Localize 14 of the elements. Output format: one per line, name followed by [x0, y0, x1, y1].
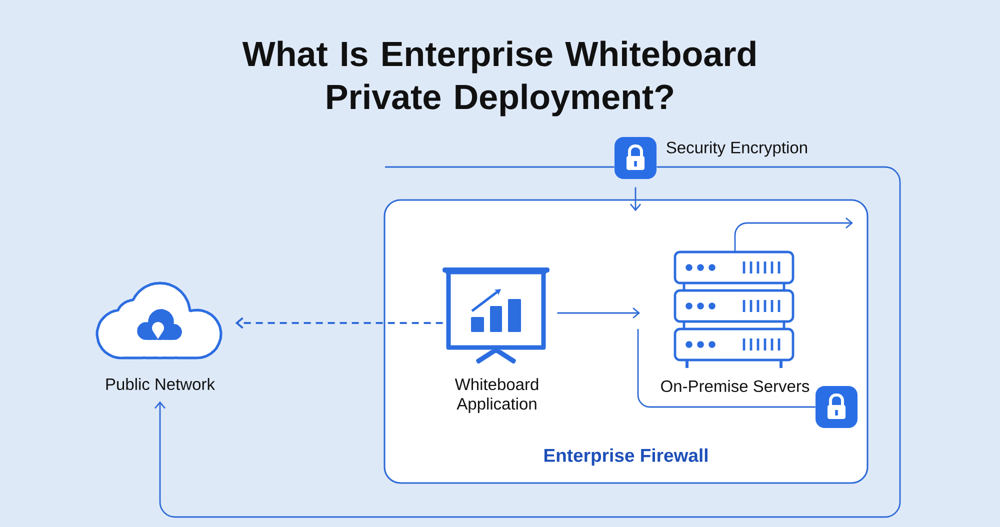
- arrow: [734, 217, 854, 252]
- arrow: [154, 166, 901, 518]
- title: What Is Enterprise Whiteboard Private Deployment?: [242, 40, 756, 116]
- arrow: [557, 307, 640, 319]
- node-caption: Security Encryption: [666, 141, 807, 157]
- arrow: [630, 187, 642, 212]
- connector-line: [637, 329, 816, 408]
- node-label: Whiteboard Application: [454, 378, 538, 413]
- connector-line: [385, 166, 614, 168]
- node-label: Public Network: [106, 378, 216, 390]
- lock-icon: [816, 386, 858, 428]
- lock-icon: [614, 137, 656, 179]
- node-label: On-Premise Servers: [661, 380, 810, 392]
- arrow: [235, 317, 443, 329]
